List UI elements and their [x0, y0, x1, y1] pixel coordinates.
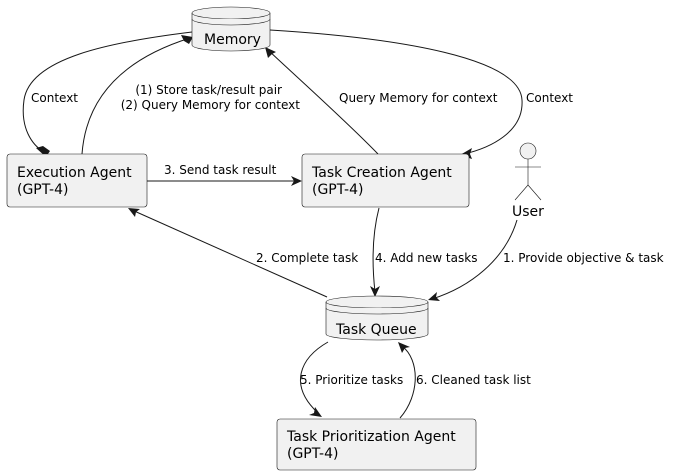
- execution-agent-title: Execution Agent: [17, 165, 132, 181]
- label-user-to-queue: 1. Provide objective & task: [503, 251, 664, 265]
- label-execution-to-memory-line1: (1) Store task/result pair: [135, 83, 282, 97]
- task-queue-label: Task Queue: [335, 322, 417, 338]
- label-prioritization-to-queue: 6. Cleaned task list: [416, 373, 531, 387]
- edge-queue-to-execution: [128, 208, 328, 298]
- task-prioritization-agent-model: (GPT-4): [287, 446, 338, 462]
- label-memory-to-creation: Context: [526, 91, 573, 105]
- execution-agent-model: (GPT-4): [17, 182, 68, 198]
- memory-label: Memory: [204, 32, 261, 48]
- user-actor: User: [512, 142, 544, 220]
- execution-agent-node: Execution Agent (GPT-4): [6, 153, 148, 208]
- edge-creation-to-queue: [370, 207, 380, 297]
- task-creation-agent-title: Task Creation Agent: [311, 165, 452, 181]
- label-execution-to-creation: 3. Send task result: [164, 163, 277, 177]
- task-creation-agent-node: Task Creation Agent (GPT-4): [301, 153, 470, 208]
- label-execution-to-memory-line2: (2) Query Memory for context: [121, 98, 301, 112]
- edge-queue-to-prioritization: [300, 341, 329, 417]
- task-prioritization-agent-title: Task Prioritization Agent: [286, 429, 456, 445]
- task-creation-agent-model: (GPT-4): [312, 182, 363, 198]
- edge-execution-to-memory: [81, 35, 193, 155]
- label-memory-to-execution: Context: [31, 91, 78, 105]
- edge-execution-to-creation: [147, 176, 302, 186]
- edge-prioritization-to-queue: [398, 342, 416, 419]
- user-label: User: [512, 204, 544, 220]
- label-queue-to-execution: 2. Complete task: [256, 251, 358, 265]
- label-creation-to-memory: Query Memory for context: [339, 91, 498, 105]
- task-queue-database: Task Queue: [325, 295, 429, 341]
- label-queue-to-prioritization: 5. Prioritize tasks: [300, 373, 403, 387]
- label-creation-to-queue: 4. Add new tasks: [375, 251, 477, 265]
- edge-user-to-queue: [428, 219, 518, 301]
- memory-database: Memory: [191, 6, 271, 52]
- task-prioritization-agent-node: Task Prioritization Agent (GPT-4): [276, 418, 477, 471]
- edge-creation-to-memory: [265, 47, 379, 155]
